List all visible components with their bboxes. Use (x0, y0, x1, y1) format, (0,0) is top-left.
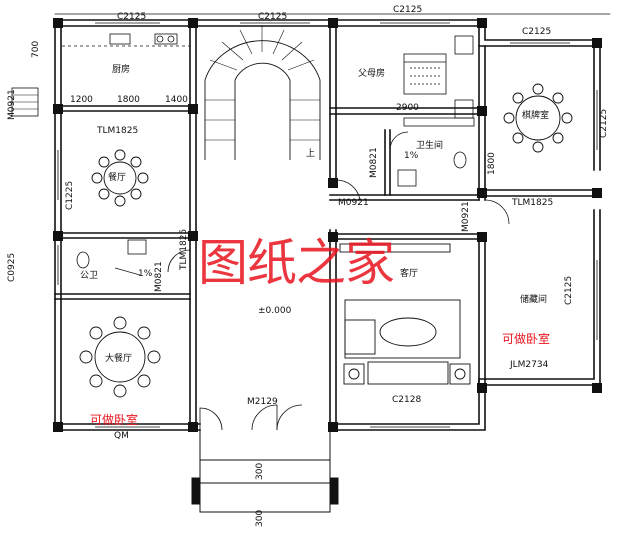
room-public-wc: 公卫 (80, 271, 99, 281)
note-bedroom-right: 可做卧室 (502, 332, 551, 346)
dim-700: 700 (31, 40, 41, 58)
slope-wc: 1% (138, 269, 153, 279)
window-code-qm: QM (114, 431, 129, 441)
note-bedroom-left: 可做卧室 (90, 413, 139, 427)
dim-1400: 1400 (165, 95, 188, 105)
dim-2900: 2900 (396, 103, 419, 113)
door-code-tlm-dining: TLM1825 (97, 126, 139, 136)
watermark: 图纸之家 (198, 234, 395, 292)
door-code-tlm-center: TLM1825 (179, 228, 189, 270)
door-code-m0921-living: M0921 (461, 201, 471, 232)
dim-1800: 1800 (117, 95, 140, 105)
window-code-c2128: C2128 (392, 395, 422, 405)
sofa-icon (339, 243, 471, 385)
elevation-label: ±0.000 (258, 306, 292, 316)
door-code-tlm-chess: TLM1825 (512, 198, 554, 208)
door-code-m0821-wc: M0821 (154, 261, 164, 292)
window-code-storage: C2125 (564, 275, 574, 305)
dim-1200: 1200 (70, 95, 93, 105)
room-dining: 餐厅 (108, 173, 127, 183)
spiral-stair-icon (204, 25, 321, 160)
basin-icon (127, 239, 147, 255)
dim-1800-vertical: 1800 (487, 152, 497, 175)
door-swing-icon (167, 131, 510, 431)
room-large-dining: 大餐厅 (105, 354, 133, 364)
slope-bath: 1% (404, 151, 419, 161)
dim-300-a: 300 (255, 462, 265, 480)
window-code-top-2: C2125 (258, 12, 288, 22)
door-code-m2129: M2129 (247, 397, 278, 407)
basin-icon (397, 169, 417, 187)
outer-wall (54, 19, 601, 171)
stair-up-label: 上 (306, 149, 316, 159)
window-code-wc: C0925 (7, 252, 17, 282)
stove-icon (62, 33, 190, 47)
round-table-icon (503, 83, 573, 153)
room-chess: 棋牌室 (522, 111, 550, 121)
door-code-m0921-parents: M0921 (338, 198, 369, 208)
window-code-top-4: C2125 (522, 27, 552, 37)
room-storage: 储藏间 (520, 295, 548, 305)
toilet-icon (76, 251, 90, 269)
round-table-icon (91, 149, 149, 207)
toilet-icon (453, 151, 467, 169)
window-code-top-1: C2125 (117, 12, 147, 22)
window-code-right: C2125 (599, 108, 609, 138)
room-living: 客厅 (400, 269, 419, 279)
round-table-icon (79, 316, 161, 398)
bed-icon (403, 35, 475, 127)
door-code-jlm2734: JLM2734 (510, 360, 549, 370)
door-code-m0921-left: M0921 (7, 89, 17, 120)
window-code-dining: C1225 (65, 180, 75, 210)
dim-300-b: 300 (255, 509, 265, 527)
window-code-top-3: C2125 (393, 5, 423, 15)
door-code-m0821-bath: M0821 (369, 147, 379, 178)
oval-table-icon (379, 317, 437, 347)
room-bathroom: 卫生间 (416, 141, 444, 151)
room-parents: 父母房 (358, 69, 386, 79)
room-kitchen: 厨房 (112, 65, 131, 75)
